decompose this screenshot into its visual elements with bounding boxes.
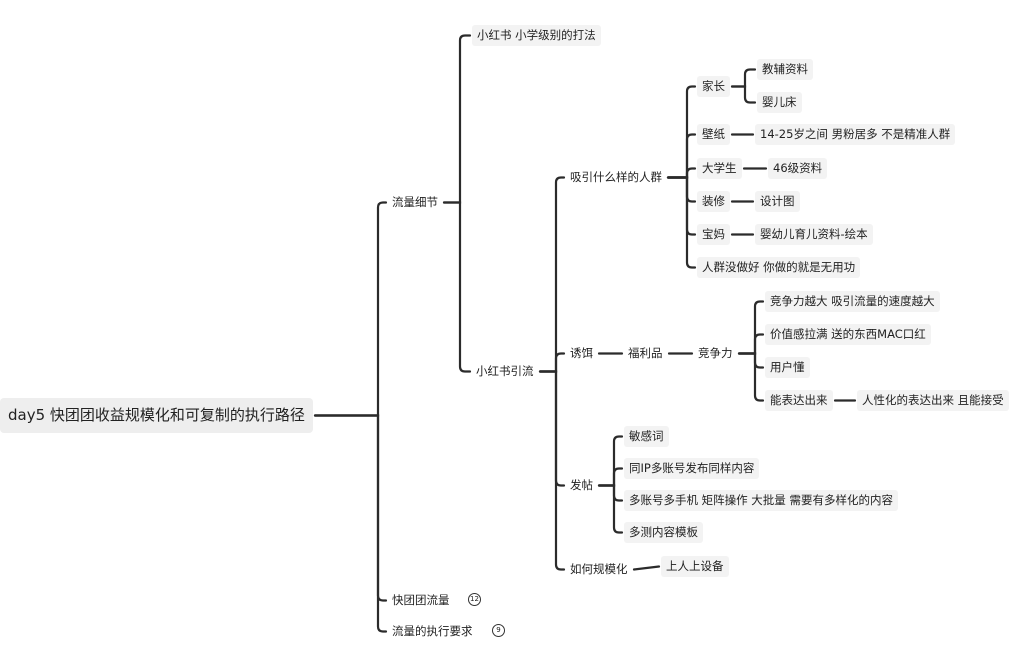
connector-line [666,133,697,179]
connector-line [313,201,388,417]
connector-line [737,352,765,369]
node-competitiveness[interactable]: 竞争力 [698,346,733,360]
node-posting-item[interactable]: 同IP多账号发布同样内容 [624,458,760,479]
node-welfare[interactable]: 福利品 [628,346,663,360]
node-comp-point[interactable]: 价值感拉满 送的东西MAC口红 [765,324,931,345]
connector-line [538,352,566,373]
node-audience-warning[interactable]: 人群没做好 你做的就是无用功 [697,257,861,278]
node-scale-detail[interactable]: 上人上设备 [661,556,729,577]
connector-line [538,370,566,571]
connector-line [597,467,624,487]
node-mothers[interactable]: 宝妈 [697,224,730,245]
node-kuaituantuan-liuliang[interactable]: 快团团流量 [392,593,450,607]
node-wallpaper[interactable]: 壁纸 [697,124,730,145]
connector-line [597,484,624,534]
connector-line [730,68,757,88]
node-posting-item[interactable]: 敏感词 [624,426,669,447]
node-students[interactable]: 大学生 [697,158,742,179]
node-posting-item[interactable]: 多账号多手机 矩阵操作 大批量 需要有多样化的内容 [624,490,898,511]
node-comp-point[interactable]: 竞争力越大 吸引流量的速度越大 [765,291,940,312]
node-xhs-traffic[interactable]: 小红书引流 [476,364,534,378]
node-comp-point[interactable]: 用户懂 [765,357,810,378]
node-decoration-detail[interactable]: 设计图 [755,191,800,212]
node-liuliang-xijie[interactable]: 流量细节 [392,195,438,209]
connector-line [313,414,388,602]
connector-line [442,34,472,204]
node-tutoring-materials[interactable]: 教辅资料 [757,59,813,80]
connector-line [597,435,624,487]
node-express-detail[interactable]: 人性化的表达出来 且能接受 [857,390,1009,411]
connector-line [666,176,697,269]
connector-line [666,167,697,179]
connector-line [666,176,697,203]
connector-line [538,176,566,373]
node-decoration[interactable]: 装修 [697,191,730,212]
node-scale[interactable]: 如何规模化 [570,562,628,576]
connector-line [538,370,566,487]
node-posting[interactable]: 发帖 [570,478,593,492]
connector-line [737,333,765,355]
node-parents[interactable]: 家长 [697,76,730,97]
connector-line [737,300,765,355]
connector-line [632,565,661,571]
node-posting-item[interactable]: 多测内容模板 [624,522,703,543]
node-xhs-play[interactable]: 小红书 小学级别的打法 [472,25,601,46]
connector-line [666,85,697,179]
collapsed-count-badge[interactable]: 9 [492,624,505,637]
collapsed-count-badge[interactable]: 12 [468,593,481,606]
connector-line [442,201,472,373]
node-students-detail[interactable]: 46级资料 [768,158,828,179]
root-node[interactable]: day5 快团团收益规模化和可复制的执行路径 [0,398,313,433]
node-wallpaper-detail[interactable]: 14-25岁之间 男粉居多 不是精准人群 [755,124,956,145]
connector-line [737,352,765,402]
connector-line [313,414,388,633]
node-bait[interactable]: 诱饵 [570,346,593,360]
connector-line [730,85,757,104]
node-crib[interactable]: 婴儿床 [757,92,802,113]
node-liuliang-zhixing[interactable]: 流量的执行要求 [392,624,473,638]
connector-line [666,176,697,236]
node-audience[interactable]: 吸引什么样的人群 [570,170,662,184]
connector-line [597,484,624,502]
node-mothers-detail[interactable]: 婴幼儿育儿资料-绘本 [755,224,873,245]
node-comp-point[interactable]: 能表达出来 [765,390,833,411]
